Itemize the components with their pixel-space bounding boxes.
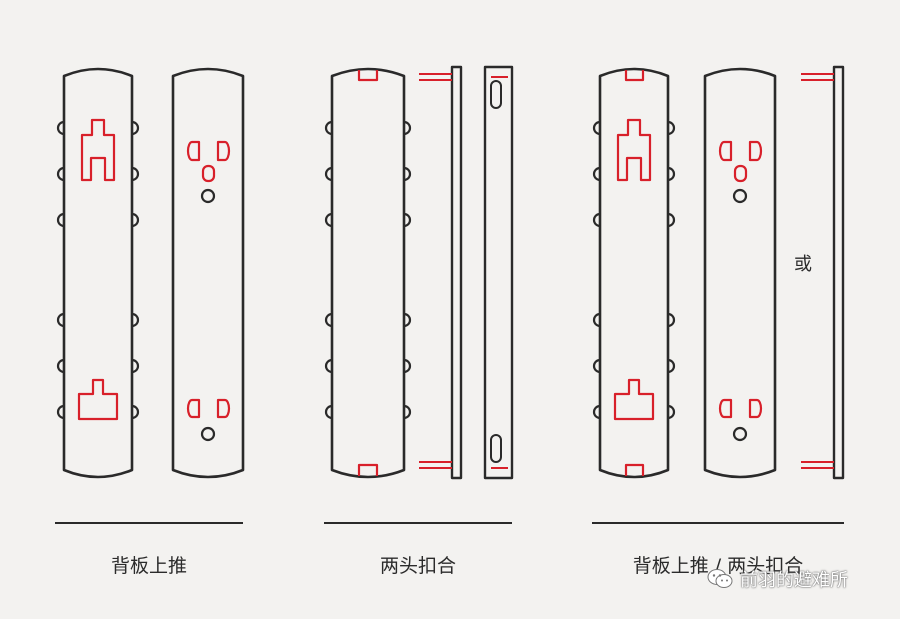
clip-tab-bottom	[419, 461, 452, 469]
wechat-icon	[707, 569, 733, 588]
side-panel-thin	[450, 65, 463, 480]
clip-tab-top	[419, 73, 452, 81]
keyhole-slot-bottom	[77, 378, 119, 421]
clip-tab-top	[801, 73, 834, 81]
cover-plate-outline	[703, 67, 777, 479]
panel-3-push-or-clip	[592, 65, 845, 524]
right-knobs	[403, 120, 412, 420]
outlet-bottom	[718, 398, 763, 442]
right-knobs	[131, 120, 140, 420]
back-plate-outline	[598, 67, 670, 479]
front-profile-outline	[483, 65, 514, 480]
keyhole-slot-bottom	[613, 378, 655, 421]
outlet-bottom	[186, 398, 231, 442]
or-label: 或	[794, 254, 812, 275]
clip-notch-top	[357, 70, 379, 82]
side-profile	[801, 65, 845, 480]
outlet-cover-plate	[703, 67, 777, 479]
panel-2-both-ends-clip	[324, 65, 514, 524]
side-profile	[419, 65, 463, 480]
front-profile	[483, 65, 514, 480]
back-plate-front-view	[56, 67, 140, 479]
profile-slot-top	[490, 80, 502, 109]
right-knobs	[667, 120, 676, 420]
left-knobs	[56, 120, 65, 420]
left-knobs	[592, 120, 601, 420]
caption-panel-3: 背板上推 / 两头扣合	[632, 555, 804, 577]
clip-tab-bottom	[801, 461, 834, 469]
panel-1-back-push-up	[55, 67, 245, 524]
back-plate-clip-view	[324, 67, 412, 479]
left-knobs	[324, 120, 333, 420]
keyhole-slot-top	[80, 118, 116, 182]
outlet-top	[718, 140, 763, 204]
clip-notch-bottom	[357, 463, 379, 476]
back-plate-outline	[62, 67, 134, 479]
outlet-top	[186, 140, 231, 204]
outlet-cover-plate	[171, 67, 245, 479]
keyhole-slot-top	[616, 118, 652, 182]
clip-notch-bottom	[624, 463, 645, 476]
profile-slot-bottom	[490, 434, 502, 463]
cover-plate-outline	[171, 67, 245, 479]
watermark-text: 前羽的避难所	[740, 570, 848, 591]
back-plate-combined	[592, 67, 676, 479]
clip-notch-top	[624, 70, 645, 82]
caption-panel-1: 背板上推	[110, 555, 187, 577]
side-panel-thin	[832, 65, 845, 480]
watermark: 前羽的避难所	[706, 566, 848, 592]
caption-panel-2: 两头扣合	[379, 555, 456, 577]
back-plate-outline	[330, 67, 406, 479]
